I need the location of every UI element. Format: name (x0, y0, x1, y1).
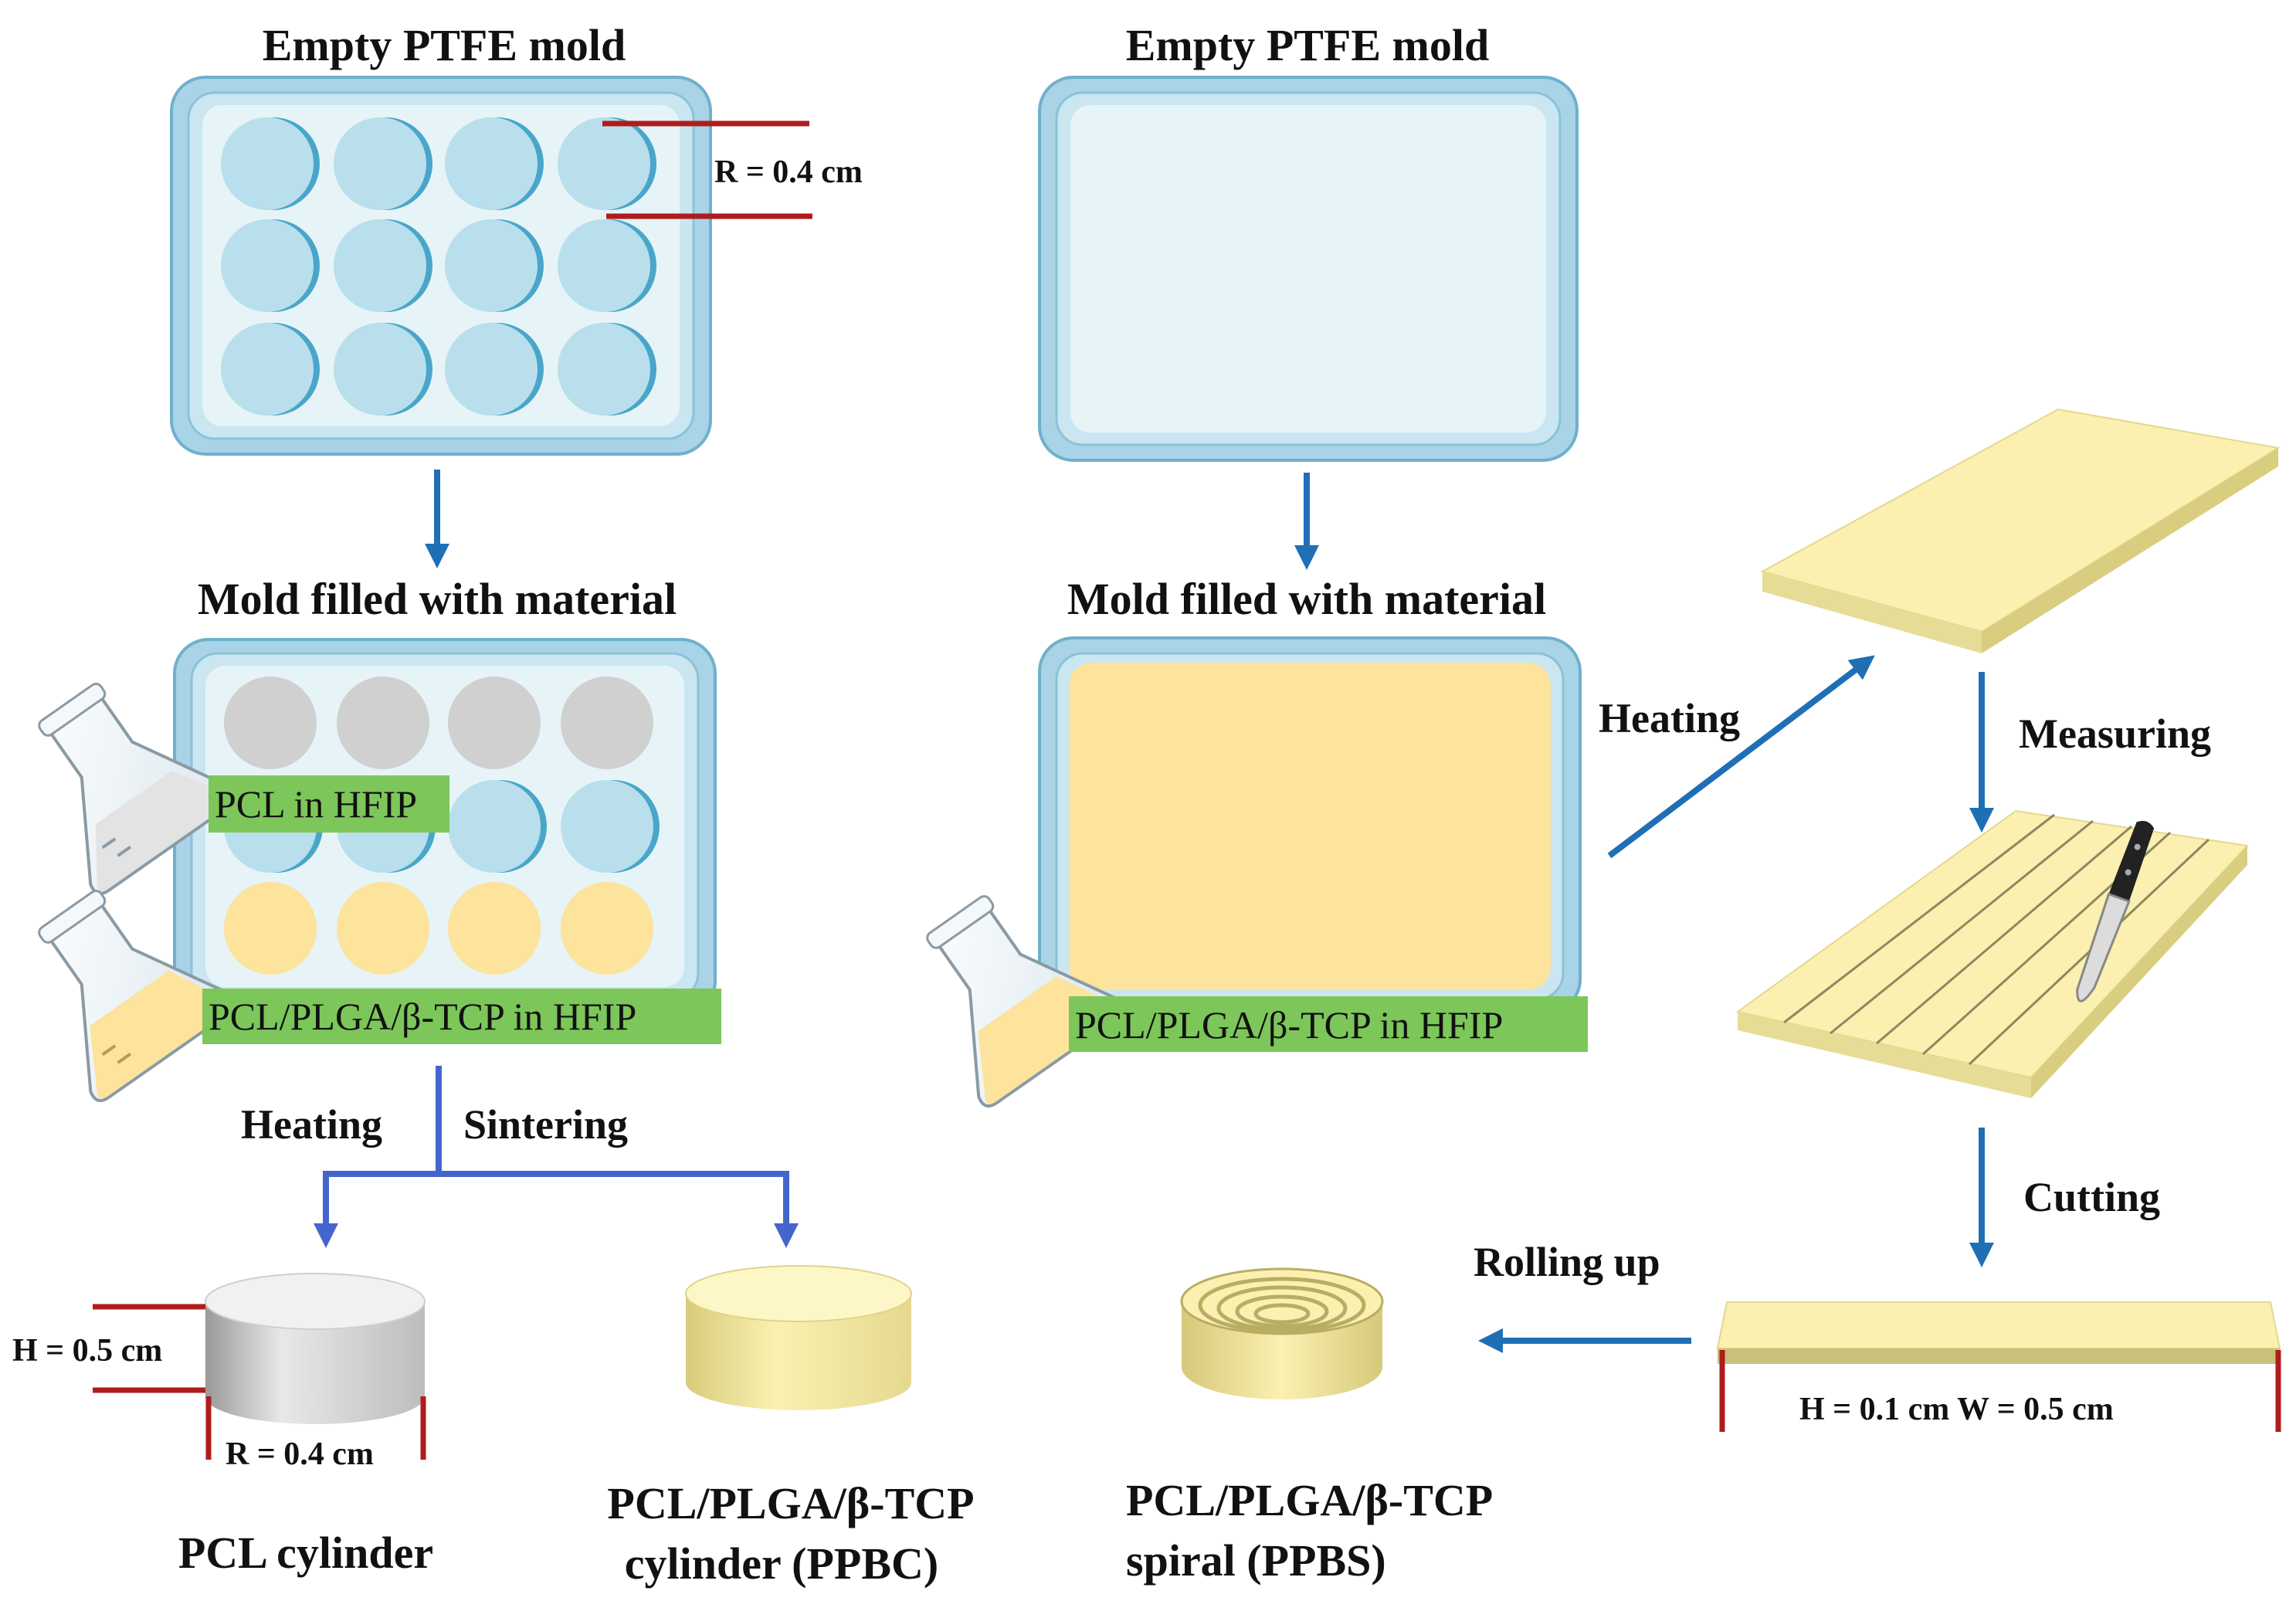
composite-hfip-chip-left (202, 989, 721, 1044)
heating-label-left: Heating (241, 1101, 382, 1148)
ppbc-caption-line2: cylinder (PPBC) (625, 1538, 938, 1589)
cutting-label: Cutting (2023, 1174, 2160, 1220)
right-empty-title: Empty PTFE mold (1126, 20, 1490, 70)
composite-hfip-chip-right (1069, 996, 1588, 1052)
mold-well (221, 117, 320, 210)
cylinder-height-label: H = 0.5 cm (12, 1333, 162, 1369)
pcl-hfip-label: PCL in HFIP (215, 782, 417, 826)
mold-well (445, 323, 544, 416)
strip-dimension-label: H = 0.1 cm W = 0.5 cm (1799, 1392, 2114, 1427)
mold-well (448, 677, 541, 769)
plain-mold-filled (1038, 636, 1582, 1015)
pcl-cylinder-caption: PCL cylinder (178, 1528, 433, 1578)
mold-well (221, 323, 320, 416)
mold-well (224, 677, 317, 769)
cylinder-radius-label: R = 0.4 cm (226, 1436, 374, 1472)
mold-well (224, 882, 317, 975)
mold-well (558, 323, 656, 416)
ppbs-caption-line2: spiral (PPBS) (1126, 1535, 1386, 1586)
well-plate-empty (170, 76, 712, 456)
mold-well (445, 117, 544, 210)
arrow-heating-diagonal (1607, 655, 1875, 859)
composite-hfip-label-right: PCL/PLGA/β-TCP in HFIP (1075, 1003, 1503, 1046)
mold-well (448, 780, 547, 873)
cylinder-dimension-lines (93, 1304, 426, 1460)
mold-well (337, 677, 429, 769)
ppbs-spiral (1180, 1267, 1384, 1399)
mold-well (337, 882, 429, 975)
right-filled-title: Mold filled with material (1067, 574, 1546, 624)
flask-icon (38, 890, 238, 1103)
mold-well (561, 882, 653, 975)
mold-well (561, 780, 660, 873)
mold-well (558, 117, 656, 210)
mold-well (221, 219, 320, 312)
polymer-strip (1716, 1301, 2281, 1364)
mold-well (334, 117, 432, 210)
ppbs-caption-line1: PCL/PLGA/β-TCP (1126, 1475, 1493, 1525)
branch-arrow (314, 1066, 799, 1248)
flask-icon (38, 683, 238, 896)
sintering-label: Sintering (463, 1101, 628, 1148)
left-filled-title: Mold filled with material (198, 574, 677, 624)
strip-dimension-lines (1719, 1350, 2281, 1432)
ppbc-cylinder (685, 1265, 912, 1410)
heating-label-right: Heating (1599, 695, 1740, 741)
rolling-up-label: Rolling up (1474, 1239, 1660, 1285)
scored-sheet (1735, 809, 2250, 1098)
radius-label-top: R = 0.4 cm (714, 154, 863, 190)
pcl-cylinder (205, 1273, 426, 1424)
mold-well (334, 323, 432, 416)
mold-well (561, 677, 653, 769)
knife-icon (2076, 820, 2155, 1002)
ppbc-caption-line1: PCL/PLGA/β-TCP (607, 1478, 974, 1528)
polymer-sheet (1760, 408, 2281, 653)
mold-well (334, 219, 432, 312)
left-empty-title: Empty PTFE mold (263, 20, 626, 70)
measuring-label: Measuring (2019, 711, 2211, 757)
composite-hfip-label-left: PCL/PLGA/β-TCP in HFIP (209, 995, 636, 1038)
mold-well (558, 219, 656, 312)
pcl-hfip-chip (209, 775, 449, 833)
plain-mold-empty (1038, 76, 1579, 462)
mold-well (448, 882, 541, 975)
mold-well (445, 219, 544, 312)
